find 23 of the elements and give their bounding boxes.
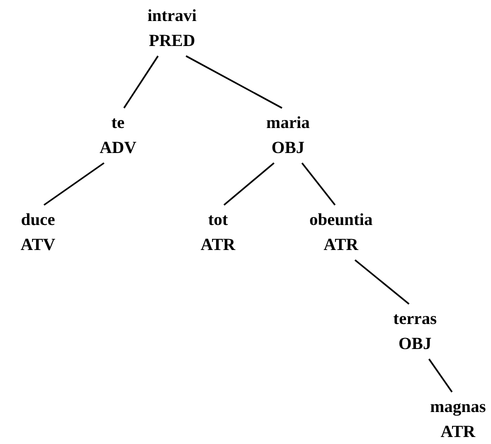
tree-branch-line — [428, 358, 453, 392]
tree-branch-line — [44, 162, 104, 206]
word-label: duce — [20, 209, 56, 231]
syntactic-function-label: ATR — [440, 421, 476, 443]
syntactic-function-label: OBJ — [270, 137, 306, 159]
tree-branch-line — [186, 55, 282, 109]
word-label: te — [110, 112, 126, 134]
word-label: obeuntia — [309, 209, 373, 231]
syntactic-function-label: ATR — [322, 234, 360, 256]
tree-branch-line — [223, 162, 275, 206]
word-label: terras — [393, 308, 437, 330]
syntactic-function-label: ATV — [20, 234, 56, 256]
syntactic-function-label: PRED — [148, 30, 196, 52]
word-label: maria — [266, 112, 310, 134]
syntactic-function-label: ADV — [100, 137, 136, 159]
syntactic-function-label: ATR — [200, 234, 236, 256]
word-label: intravi — [147, 5, 197, 27]
word-label: magnas — [430, 396, 486, 418]
word-label: tot — [207, 209, 229, 231]
tree-branch-line — [123, 56, 159, 108]
tree-branch-line — [301, 162, 336, 206]
tree-branch-line — [354, 259, 410, 305]
syntactic-function-label: OBJ — [397, 333, 433, 355]
